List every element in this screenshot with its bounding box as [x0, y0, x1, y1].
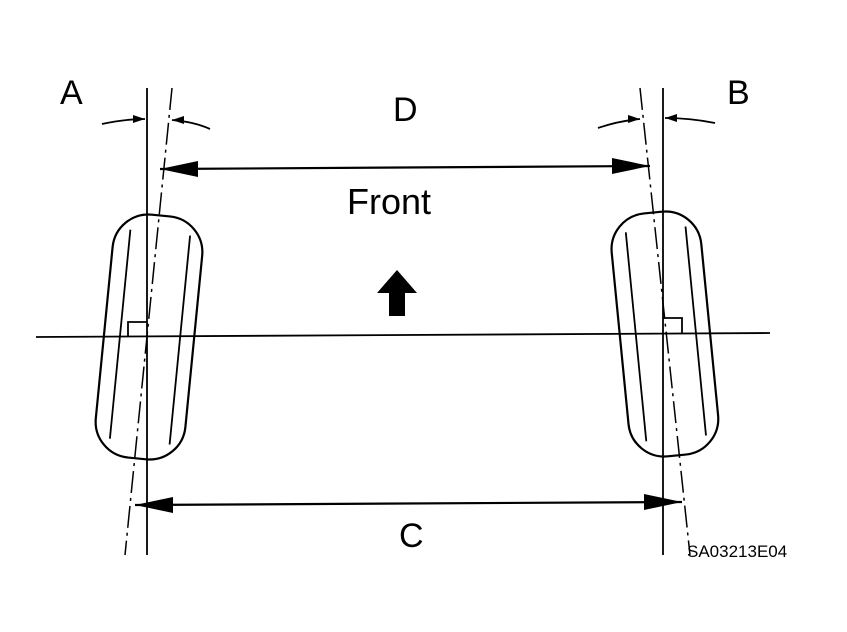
label-a: A: [60, 74, 83, 112]
left-wheel: [94, 87, 204, 556]
left-right-angle-mark: [127, 321, 147, 337]
right-tire: [610, 210, 720, 458]
right-right-angle-mark: [663, 317, 683, 334]
dimension-d-arrow: [159, 158, 651, 177]
label-b: B: [727, 74, 750, 112]
dimension-c-arrow: [134, 494, 683, 513]
right-tire-tread-inner: [624, 232, 648, 442]
label-c: C: [399, 517, 424, 555]
left-tire: [94, 213, 204, 461]
angle-a-arc: [101, 115, 211, 130]
figure-code: SA03213E04: [687, 542, 787, 561]
axle-centerline: [35, 332, 771, 338]
left-wheel-center-line: [124, 87, 173, 556]
left-tire-tread-outer: [168, 235, 191, 445]
label-front: Front: [347, 181, 431, 222]
front-direction-arrow: [377, 270, 417, 316]
right-wheel: [610, 87, 720, 556]
angle-b-arc: [597, 114, 716, 129]
label-d: D: [393, 91, 418, 129]
left-tire-tread-inner: [108, 229, 132, 439]
right-tire-tread-outer: [684, 226, 707, 436]
